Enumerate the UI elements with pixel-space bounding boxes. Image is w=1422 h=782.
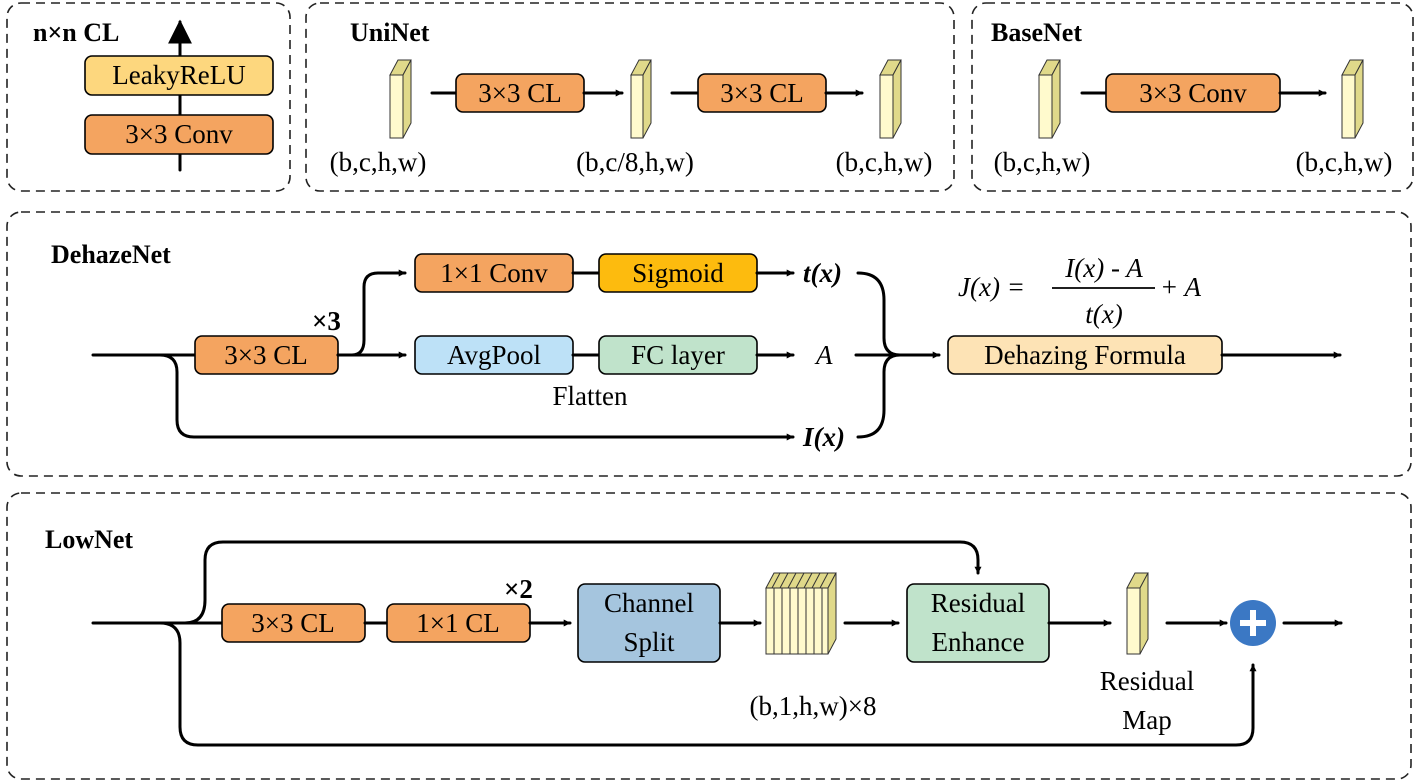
- channel-split-label-2: Split: [623, 627, 675, 657]
- lownet-repeat-label: ×2: [504, 574, 533, 604]
- uninet-title: UniNet: [350, 18, 430, 47]
- feature-map-mid: [630, 59, 652, 139]
- panel-lownet: LowNet 3×3 CL 1×1 CL ×2 Channel Split: [6, 492, 1412, 780]
- formula-denominator: t(x): [1085, 299, 1122, 329]
- dehaze-repeat-label: ×3: [312, 306, 341, 336]
- basenet-shape-out: (b,c,h,w): [1296, 147, 1393, 177]
- panel-basenet-border: [971, 2, 1414, 192]
- uninet-cl-label-2: 3×3 CL: [720, 78, 803, 108]
- channel-split-label-1: Channel: [604, 588, 694, 618]
- panel-uninet-border: [305, 2, 955, 192]
- lownet-top-skip: [183, 540, 982, 625]
- merge-from-i: [856, 353, 902, 439]
- basenet-conv-label: 3×3 Conv: [1139, 78, 1247, 108]
- uninet-shape-mid: (b,c/8,h,w): [576, 147, 694, 177]
- residual-enhance-label-2: Enhance: [932, 627, 1025, 657]
- residual-map-label-2: Map: [1122, 705, 1172, 735]
- plus-icon: [1230, 600, 1276, 646]
- basenet-feature-map-out: [1341, 59, 1364, 139]
- panel-basenet: BaseNet 3×3 Conv (b,c,h,w) (b,c,h,w): [971, 2, 1414, 192]
- flatten-label: Flatten: [553, 381, 628, 411]
- a-label: A: [814, 340, 833, 370]
- t-label: t(x): [803, 258, 842, 288]
- panel-dehazenet: DehazeNet 3×3 CL ×3 1×1 Conv Sigmoid t(x…: [6, 211, 1412, 477]
- leakyrelu-label: LeakyReLU: [112, 60, 245, 90]
- uninet-cl-label-1: 3×3 CL: [478, 78, 561, 108]
- formula-lhs: J(x) =: [958, 272, 1025, 302]
- nxn-cl-title: n×n CL: [33, 18, 119, 47]
- basenet-shape-in: (b,c,h,w): [994, 147, 1091, 177]
- merge-from-t: [856, 271, 902, 357]
- dehaze-skip-line: [158, 353, 795, 441]
- panel-uninet: UniNet 3×3 CL 3×3 CL (b,c,h,w) (b,c/8,h,…: [305, 2, 955, 192]
- formula-rhs: + A: [1160, 272, 1201, 302]
- residual-map-feature: [1126, 572, 1149, 655]
- conv-block: [84, 114, 274, 155]
- lownet-cl1-label: 1×1 CL: [416, 608, 499, 638]
- residual-map-label-1: Residual: [1100, 666, 1195, 696]
- channel-stack: [765, 572, 837, 655]
- avgpool-label: AvgPool: [447, 340, 541, 370]
- uninet-shape-out: (b,c,h,w): [836, 147, 933, 177]
- basenet-feature-map-in: [1038, 59, 1061, 139]
- channel-stack-shape: (b,1,h,w)×8: [750, 691, 877, 721]
- lownet-cl3-label: 3×3 CL: [251, 608, 334, 638]
- feature-map-out: [879, 59, 902, 139]
- sigmoid-label: Sigmoid: [632, 258, 724, 288]
- residual-enhance-label-1: Residual: [931, 588, 1026, 618]
- dehaze-cl-label: 3×3 CL: [224, 340, 307, 370]
- fc-label: FC layer: [631, 340, 725, 370]
- lownet-title: LowNet: [45, 525, 133, 554]
- dehaze-branch-top: [336, 269, 407, 357]
- panel-nxn-cl-border: [6, 2, 291, 192]
- lownet-bottom-skip: [158, 621, 1257, 747]
- leakyrelu-block: [84, 55, 274, 96]
- formula-numerator: I(x) - A: [1064, 253, 1143, 283]
- panel-dehazenet-border: [6, 211, 1412, 477]
- panel-nxn-cl: n×n CL LeakyReLU 3×3 Conv: [6, 2, 291, 192]
- conv-label: 3×3 Conv: [125, 119, 233, 149]
- dehazing-equation: J(x) = I(x) - A t(x) + A: [958, 253, 1201, 329]
- conv1x1-label: 1×1 Conv: [440, 258, 548, 288]
- i-label: I(x): [802, 422, 845, 452]
- basenet-title: BaseNet: [991, 18, 1082, 47]
- feature-map-in: [389, 59, 412, 139]
- dehazenet-title: DehazeNet: [51, 240, 171, 269]
- uninet-shape-in: (b,c,h,w): [330, 147, 427, 177]
- dehazing-formula-label: Dehazing Formula: [984, 340, 1186, 370]
